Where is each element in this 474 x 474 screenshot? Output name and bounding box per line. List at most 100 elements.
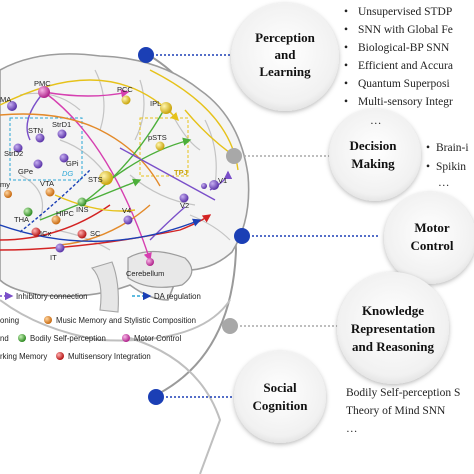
- label-stn: STN: [28, 126, 43, 135]
- label-ma: MA: [0, 95, 11, 104]
- list-item: Theory of Mind SNN: [346, 405, 446, 417]
- category-circle-knowledge: [337, 272, 449, 384]
- list-item: Multi-sensory Integr: [358, 96, 453, 108]
- inner-head-outline: [0, 299, 231, 342]
- label-vta: VTA: [40, 179, 54, 188]
- category-title-perception-2: and: [275, 47, 297, 62]
- list-bullet: •: [344, 6, 348, 18]
- label-gpi: GPi: [66, 159, 79, 168]
- category-circle-decision: [329, 109, 421, 201]
- legend-magenta-dot: [122, 334, 130, 342]
- list-item: …: [346, 423, 358, 435]
- list-item: …: [370, 115, 382, 127]
- legend-orange-dot: [44, 316, 52, 324]
- category-title-motor-1: Motor: [414, 220, 450, 235]
- label-psts: pSTS: [148, 133, 167, 142]
- legend-row3-mid: Multisensory Integration: [68, 352, 151, 361]
- node-psts: [155, 141, 165, 151]
- node-sc: [77, 229, 87, 239]
- node-sts: [99, 171, 113, 185]
- node-tha: [23, 207, 33, 217]
- label-sts: STS: [88, 175, 103, 184]
- category-title-decision-2: Making: [351, 156, 395, 171]
- node-strd2: [13, 143, 23, 153]
- label-ipl: IPL: [150, 99, 161, 108]
- category-title-knowledge-3: and Reasoning: [352, 339, 434, 354]
- category-title-social-1: Social: [263, 380, 297, 395]
- node-pcc: [121, 95, 131, 105]
- category-perception: Perception and Learning: [231, 3, 339, 111]
- junction-dot-social: [148, 389, 164, 405]
- category-title-motor-2: Control: [410, 238, 453, 253]
- list-item: Efficient and Accura: [358, 60, 453, 72]
- node-vta: [45, 187, 55, 197]
- node-v4: [123, 215, 133, 225]
- list-decision: • Brain-i • Spikin …: [426, 142, 469, 189]
- tpj-label: TPJ: [174, 168, 188, 177]
- list-bullet: •: [344, 96, 348, 108]
- label-v1: V1: [218, 176, 227, 185]
- category-circle-perception: [231, 3, 339, 111]
- node-icx: [31, 227, 41, 237]
- legend-row1-left: oning: [0, 316, 19, 325]
- legend-green-dot: [18, 334, 26, 342]
- node-gpi: [59, 153, 69, 163]
- category-connectors: [138, 47, 380, 405]
- node-ipl: [160, 102, 172, 114]
- dg-label: DG: [62, 169, 73, 178]
- node-stn: [35, 133, 45, 143]
- category-title-perception-1: Perception: [255, 30, 315, 45]
- category-motor: Motor Control: [384, 192, 474, 284]
- label-sc: SC: [90, 229, 101, 238]
- category-circle-social: [234, 351, 326, 443]
- legend-row2-left: nd: [0, 334, 9, 343]
- node-it: [55, 243, 65, 253]
- label-strd2: StrD2: [4, 149, 23, 158]
- list-bullet: •: [426, 142, 430, 154]
- legend-inhibitory-text: Inhibitory connection: [16, 292, 88, 301]
- list-item: Unsupervised STDP: [358, 6, 452, 18]
- node-my: [4, 190, 12, 198]
- category-title-decision-1: Decision: [350, 138, 398, 153]
- node-strd1: [57, 129, 67, 139]
- category-title-knowledge-2: Representation: [351, 321, 436, 336]
- list-bullet: •: [426, 161, 430, 173]
- junction-dot-decision: [226, 148, 242, 164]
- node-v1b: [201, 183, 207, 189]
- node-cerebellum: [146, 258, 154, 266]
- category-title-social-2: Cognition: [253, 398, 309, 413]
- basal-ganglia-box: [9, 117, 83, 181]
- list-social: Bodily Self-perception S Theory of Mind …: [346, 387, 460, 435]
- label-cerebellum: Cerebellum: [126, 269, 164, 278]
- list-item: Brain-i: [436, 142, 469, 154]
- node-hipc: [51, 215, 61, 225]
- region-nodes: PMC MA StrD1 STN StrD2 GPi GPe PCC IPL p…: [0, 79, 227, 278]
- label-strd1: StrD1: [52, 120, 71, 129]
- category-decision: Decision Making: [329, 109, 421, 201]
- node-v2: [179, 193, 189, 203]
- label-tha: THA: [14, 215, 29, 224]
- label-pmc: PMC: [34, 79, 51, 88]
- legend-row1-mid: Music Memory and Stylistic Composition: [56, 316, 196, 325]
- list-item: Quantum Superposi: [358, 78, 450, 90]
- node-gpe: [33, 159, 43, 169]
- legend-red-dot: [56, 352, 64, 360]
- label-ins: INS: [76, 205, 89, 214]
- node-pmc: [38, 86, 50, 98]
- node-ins: [77, 197, 87, 207]
- node-ma: [7, 101, 17, 111]
- category-title-perception-3: Learning: [259, 64, 311, 79]
- label-gpe: GPe: [18, 167, 33, 176]
- label-pcc: PCC: [117, 85, 133, 94]
- list-bullet: •: [344, 78, 348, 90]
- category-knowledge: Knowledge Representation and Reasoning: [337, 272, 449, 384]
- list-bullet: •: [344, 42, 348, 54]
- legend-da-text: DA regulation: [154, 292, 201, 301]
- list-bullet: •: [344, 60, 348, 72]
- list-perception: • Unsupervised STDP • SNN with Global Fe…: [344, 6, 453, 127]
- list-item: Spikin: [436, 161, 466, 173]
- category-title-knowledge-1: Knowledge: [362, 303, 424, 318]
- legend: Inhibitory connection DA regulation onin…: [0, 291, 201, 361]
- list-item: SNN with Global Fe: [358, 24, 453, 36]
